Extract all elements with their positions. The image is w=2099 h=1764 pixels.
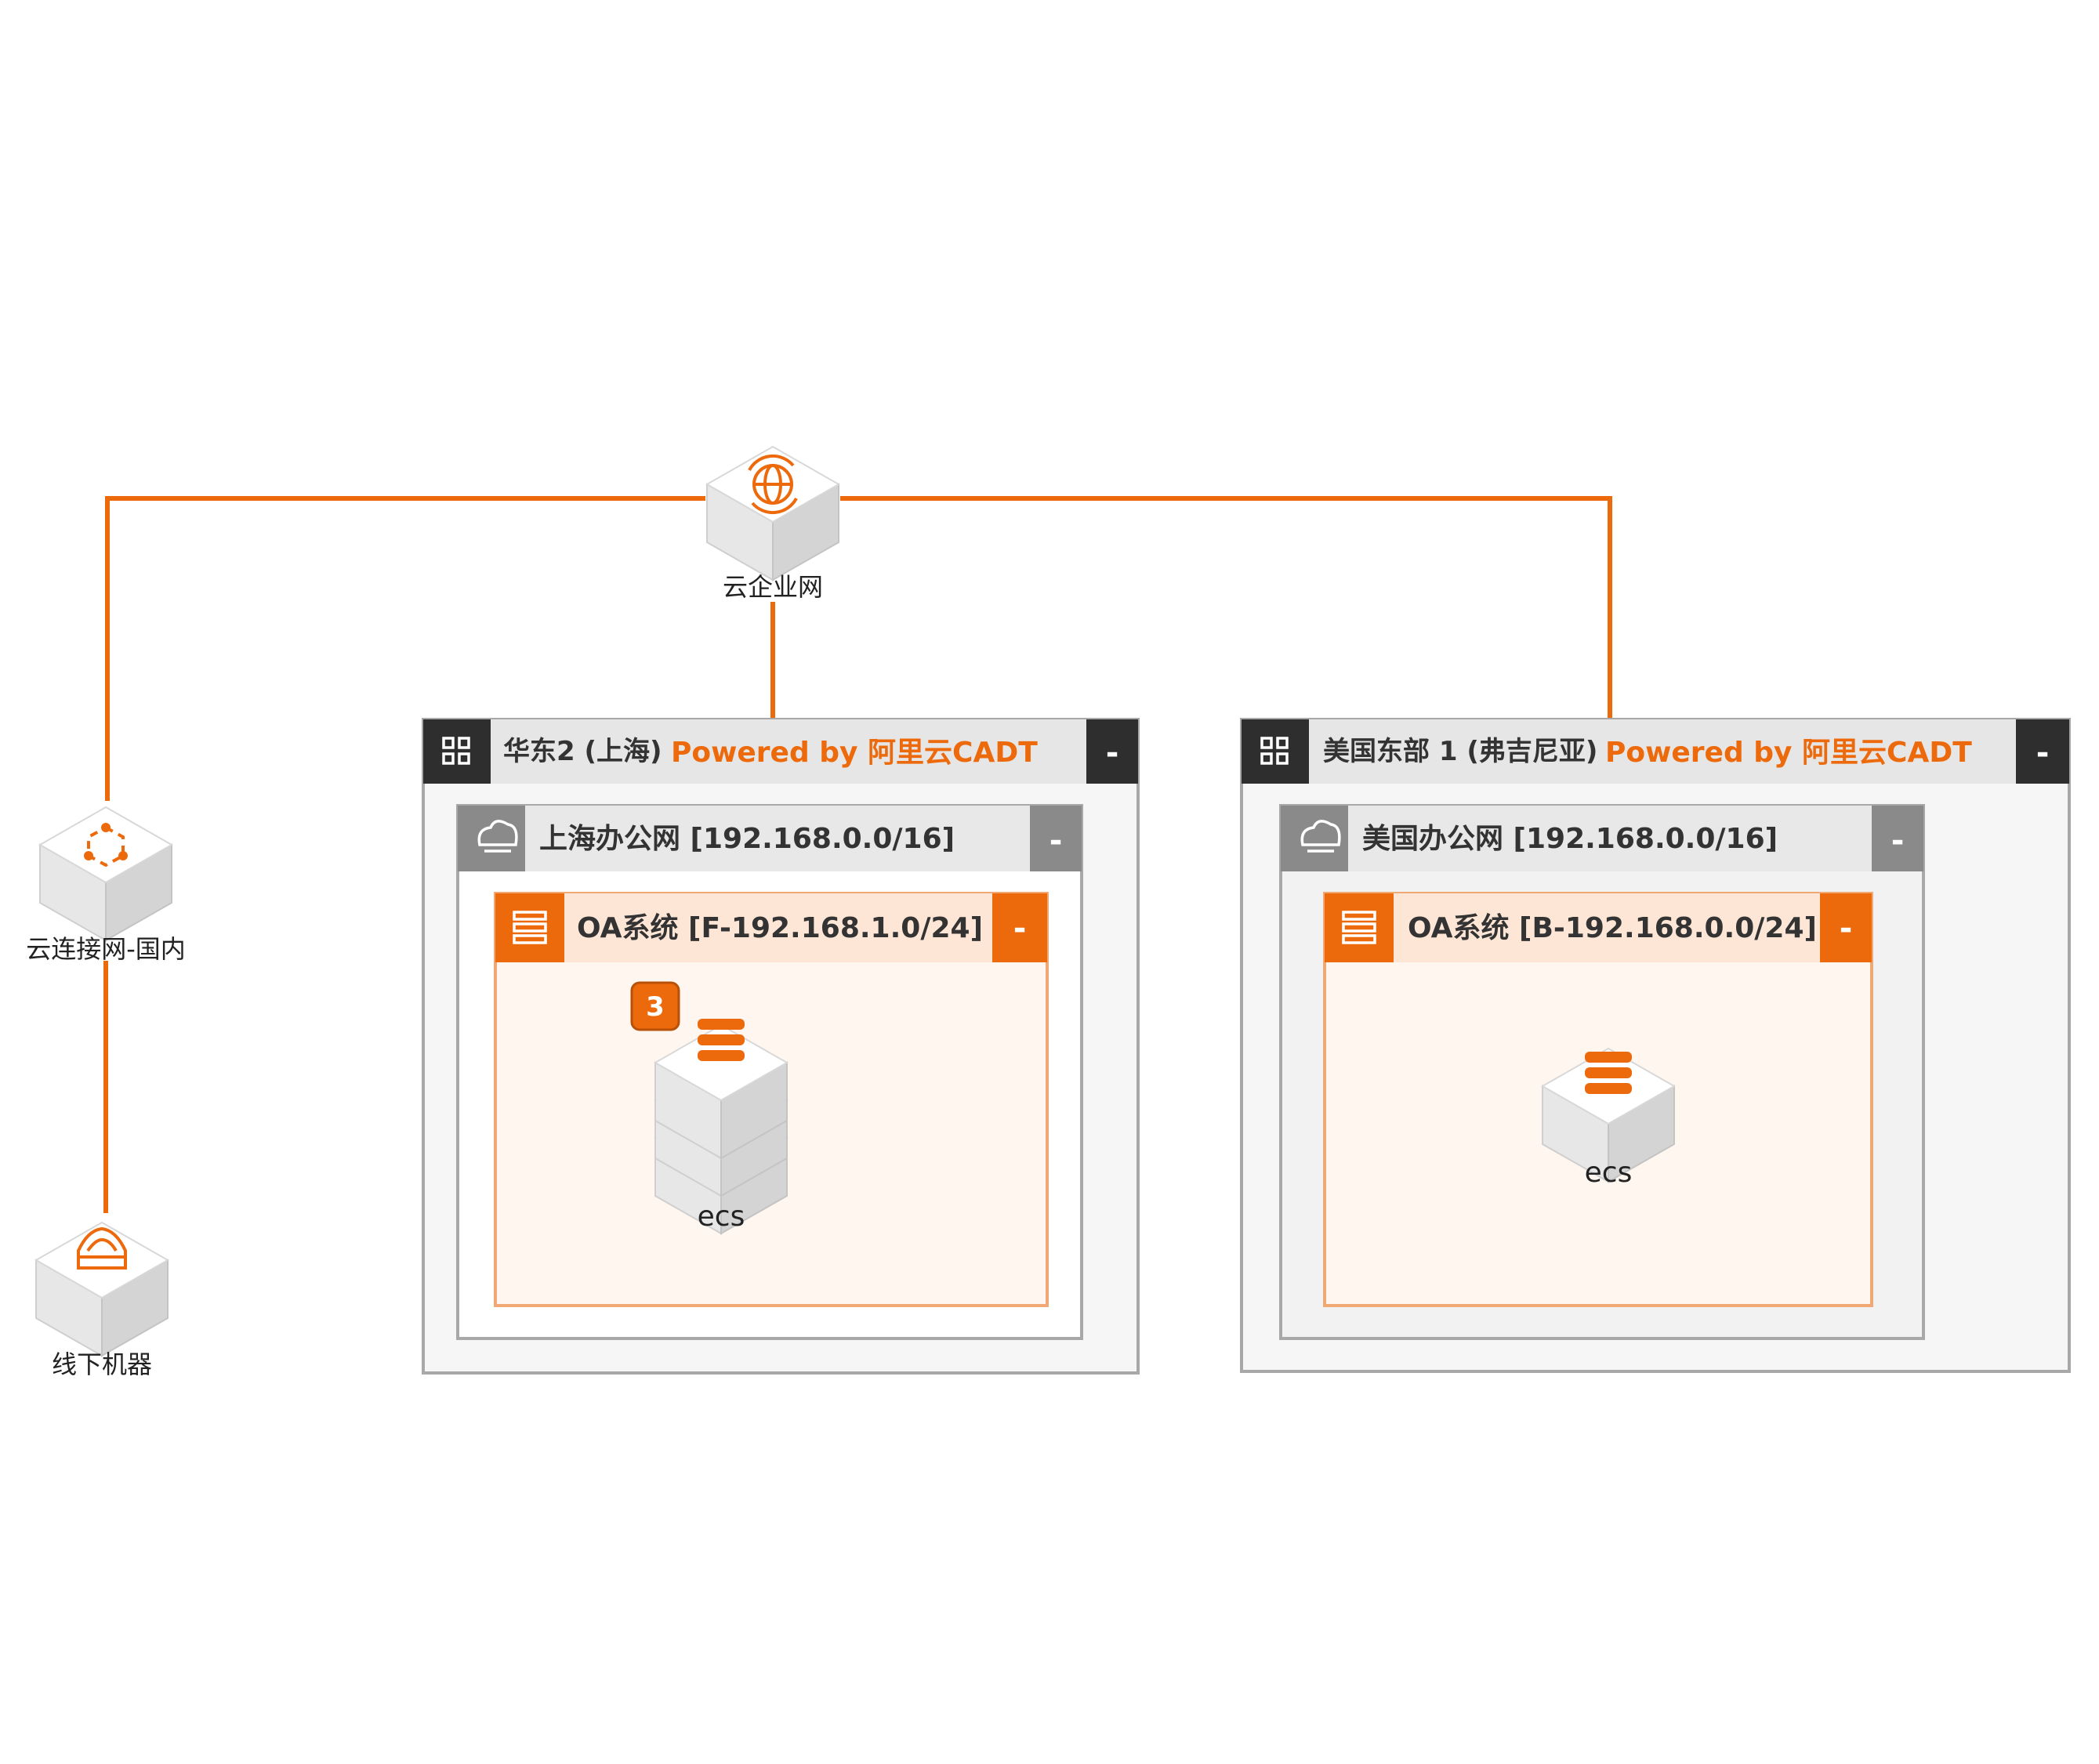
cloud-icon: [1300, 820, 1341, 853]
vpc-collapse-label: -: [1050, 823, 1063, 859]
vpc-panel-us: 美国办公网 [192.168.0.0/16] - OA系统 [B-192.168…: [1279, 804, 1925, 1340]
ecs-node-stack[interactable]: 3 ecs: [630, 981, 788, 1234]
count-badge: 3: [630, 981, 680, 1031]
subnet-collapse-button[interactable]: [1820, 893, 1872, 962]
brand-watermark: Powered by 阿里云CADT: [1605, 737, 1972, 769]
vpc-title: 上海办公网 [192.168.0.0/16]: [539, 823, 955, 855]
region-panel-us-east: 美国东部 1 (弗吉尼亚) Powered by 阿里云CADT - 美国办公网…: [1240, 718, 2071, 1373]
cen-label: 云企业网: [723, 572, 823, 602]
hub-icon: [84, 823, 128, 868]
vpc-panel-shanghai: 上海办公网 [192.168.0.0/16] - OA系统 [F-192.168…: [456, 804, 1083, 1340]
region-title: 华东2 (上海): [503, 736, 662, 767]
subnet-panel-us: OA系统 [B-192.168.0.0/24] - ecs: [1323, 892, 1873, 1307]
vpc-collapse-button[interactable]: [1872, 806, 1923, 871]
region-title: 美国东部 1 (弗吉尼亚): [1323, 736, 1597, 767]
connections: [103, 496, 1612, 1213]
ecs-label: ecs: [698, 1201, 745, 1233]
ecs-label: ecs: [1585, 1157, 1633, 1189]
cen-node[interactable]: 云企业网: [706, 446, 839, 602]
globe-icon: [748, 454, 798, 515]
ccn-node[interactable]: 云连接网-国内: [26, 806, 186, 964]
region-collapse-button[interactable]: [1086, 719, 1138, 784]
ecs-node[interactable]: ecs: [1542, 1048, 1675, 1189]
idc-node[interactable]: 线下机器: [35, 1222, 169, 1379]
idc-label: 线下机器: [52, 1349, 152, 1379]
subnet-title: OA系统 [B-192.168.0.0/24]: [1408, 912, 1817, 944]
vpc-collapse-button[interactable]: [1030, 806, 1082, 871]
subnet-list-icon: [1342, 911, 1376, 944]
vpc-collapse-label: -: [1891, 823, 1905, 859]
server-icon: [698, 1019, 745, 1061]
vpc-title: 美国办公网 [192.168.0.0/16]: [1362, 823, 1778, 855]
region-collapse-label: -: [2036, 735, 2050, 771]
subnet-list-icon: [513, 911, 547, 944]
cloud-icon: [477, 820, 518, 853]
grid-icon: [1260, 737, 1289, 765]
subnet-title: OA系统 [F-192.168.1.0/24]: [577, 912, 983, 944]
datacenter-icon: [77, 1226, 127, 1270]
server-icon: [1585, 1052, 1632, 1094]
subnet-collapse-label: -: [1840, 911, 1853, 947]
grid-icon: [442, 737, 470, 765]
count-badge-value: 3: [646, 991, 665, 1023]
ccn-label: 云连接网-国内: [26, 934, 186, 964]
subnet-collapse-button[interactable]: [992, 893, 1047, 962]
subnet-collapse-label: -: [1013, 911, 1027, 947]
region-collapse-button[interactable]: [2016, 719, 2069, 784]
wire-cen-to-ccn: [105, 496, 705, 801]
brand-watermark: Powered by 阿里云CADT: [671, 737, 1038, 769]
region-collapse-label: -: [1106, 735, 1119, 771]
wire-cen-to-us-vpc: [840, 496, 1612, 806]
region-panel-shanghai: 华东2 (上海) Powered by 阿里云CADT - 上海办公网 [192…: [422, 718, 1140, 1375]
subnet-panel-shanghai: OA系统 [F-192.168.1.0/24] - 3: [494, 892, 1049, 1307]
